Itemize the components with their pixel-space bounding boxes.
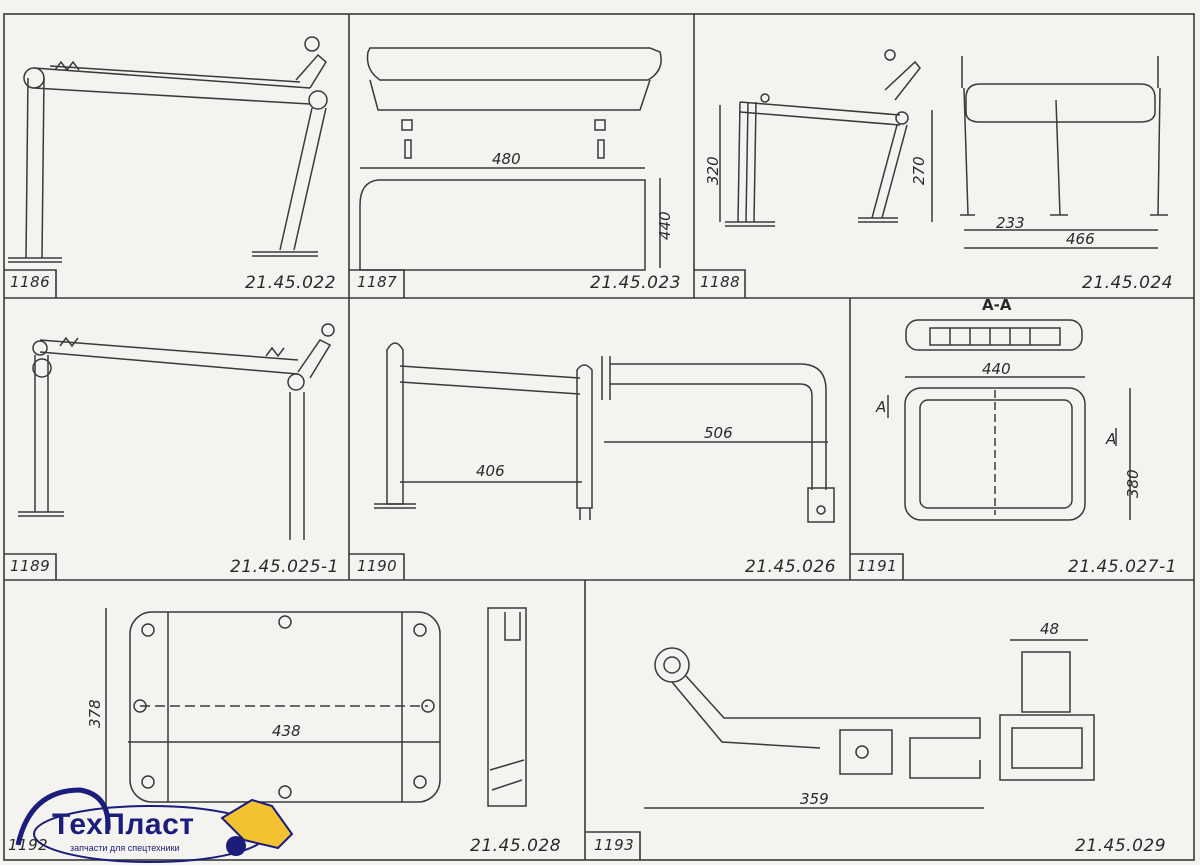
dim-1190-w2: 506 — [704, 424, 733, 442]
panel-1186-number: 1186 — [10, 273, 51, 291]
part-1187-drawing — [359, 47, 662, 271]
dim-1192-height: 378 — [86, 699, 104, 728]
panel-1193-number: 1193 — [594, 836, 635, 854]
dim-1188-w1: 233 — [996, 214, 1025, 232]
logo-name: ТехПласт — [52, 808, 195, 841]
panel-1188-code: 21.45.024 — [1082, 273, 1174, 293]
dim-1191-width: 440 — [982, 360, 1011, 378]
part-1188-drawing — [719, 49, 1168, 249]
part-1189-drawing — [18, 323, 335, 540]
panel-1190-code: 21.45.026 — [745, 557, 837, 577]
panel-1192-number: 1192 — [8, 836, 49, 854]
panel-1192-code: 21.45.028 — [470, 836, 562, 856]
part-1186-drawing — [8, 36, 328, 263]
part-1190-drawing — [374, 342, 835, 523]
dim-1187-width: 480 — [492, 150, 521, 168]
dim-1193-length: 359 — [800, 790, 829, 808]
dim-1191-cut-right: А — [1106, 430, 1117, 448]
panel-1191-code: 21.45.027-1 — [1068, 557, 1177, 577]
dim-1187-height: 440 — [656, 211, 674, 240]
panel-1190-number: 1190 — [357, 557, 398, 575]
dim-1188-h1: 320 — [704, 156, 722, 185]
dim-1191-height: 380 — [1124, 469, 1142, 498]
panel-1188-number: 1188 — [700, 273, 741, 291]
dim-1193-width: 48 — [1040, 620, 1060, 638]
dim-1191-section: А-А — [982, 296, 1012, 314]
panel-1189-number: 1189 — [10, 557, 51, 575]
dim-1188-h2: 270 — [910, 156, 928, 185]
panel-1191-number: 1191 — [857, 557, 898, 575]
panel-1186-code: 21.45.022 — [245, 273, 337, 293]
dim-1188-w2: 466 — [1066, 230, 1095, 248]
panel-1193-code: 21.45.029 — [1075, 836, 1167, 856]
dim-1190-w1: 406 — [476, 462, 505, 480]
logo-subtitle: запчасти для спецтехники — [70, 843, 180, 853]
part-1193-drawing — [644, 639, 1095, 809]
panel-1187-code: 21.45.023 — [590, 273, 682, 293]
sheet-frame — [3, 13, 1195, 861]
panel-1189-code: 21.45.025-1 — [230, 557, 339, 577]
part-1191-drawing — [887, 319, 1131, 521]
part-1192-drawing — [105, 607, 527, 807]
logo-graphic — [15, 787, 294, 863]
dim-1192-width: 438 — [272, 722, 301, 740]
panel-1187-number: 1187 — [357, 273, 398, 291]
dim-1191-cut-left: А — [876, 398, 887, 416]
